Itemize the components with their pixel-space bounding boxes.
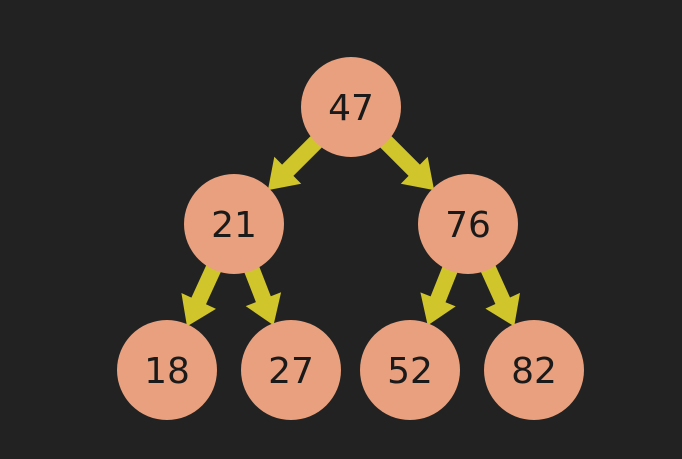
edge-arrow-47-to-21 — [267, 133, 325, 191]
node-layer: 47 21 76 18 27 52 82 — [117, 57, 584, 420]
tree-node-27: 27 — [241, 320, 341, 420]
tree-node-82: 82 — [484, 320, 584, 420]
edge-arrow-21-to-27 — [243, 263, 282, 326]
edge-arrow-76-to-52 — [420, 263, 459, 326]
node-label: 76 — [445, 205, 491, 246]
node-label: 52 — [387, 351, 433, 392]
node-circle — [301, 57, 401, 157]
node-label: 27 — [268, 351, 314, 392]
edge-layer — [181, 133, 520, 327]
tree-node-47: 47 — [301, 57, 401, 157]
node-circle — [117, 320, 217, 420]
node-label: 21 — [211, 205, 257, 246]
node-circle — [484, 320, 584, 420]
tree-node-21: 21 — [184, 174, 284, 274]
node-circle — [418, 174, 518, 274]
node-label: 18 — [144, 351, 190, 392]
node-circle — [241, 320, 341, 420]
node-circle — [360, 320, 460, 420]
tree-node-76: 76 — [418, 174, 518, 274]
node-label: 82 — [511, 351, 557, 392]
tree-node-18: 18 — [117, 320, 217, 420]
edge-arrow-76-to-82 — [479, 262, 520, 327]
node-label: 47 — [328, 88, 374, 129]
edge-arrow-47-to-76 — [377, 133, 435, 191]
tree-node-52: 52 — [360, 320, 460, 420]
edge-arrow-21-to-18 — [181, 262, 223, 327]
node-circle — [184, 174, 284, 274]
